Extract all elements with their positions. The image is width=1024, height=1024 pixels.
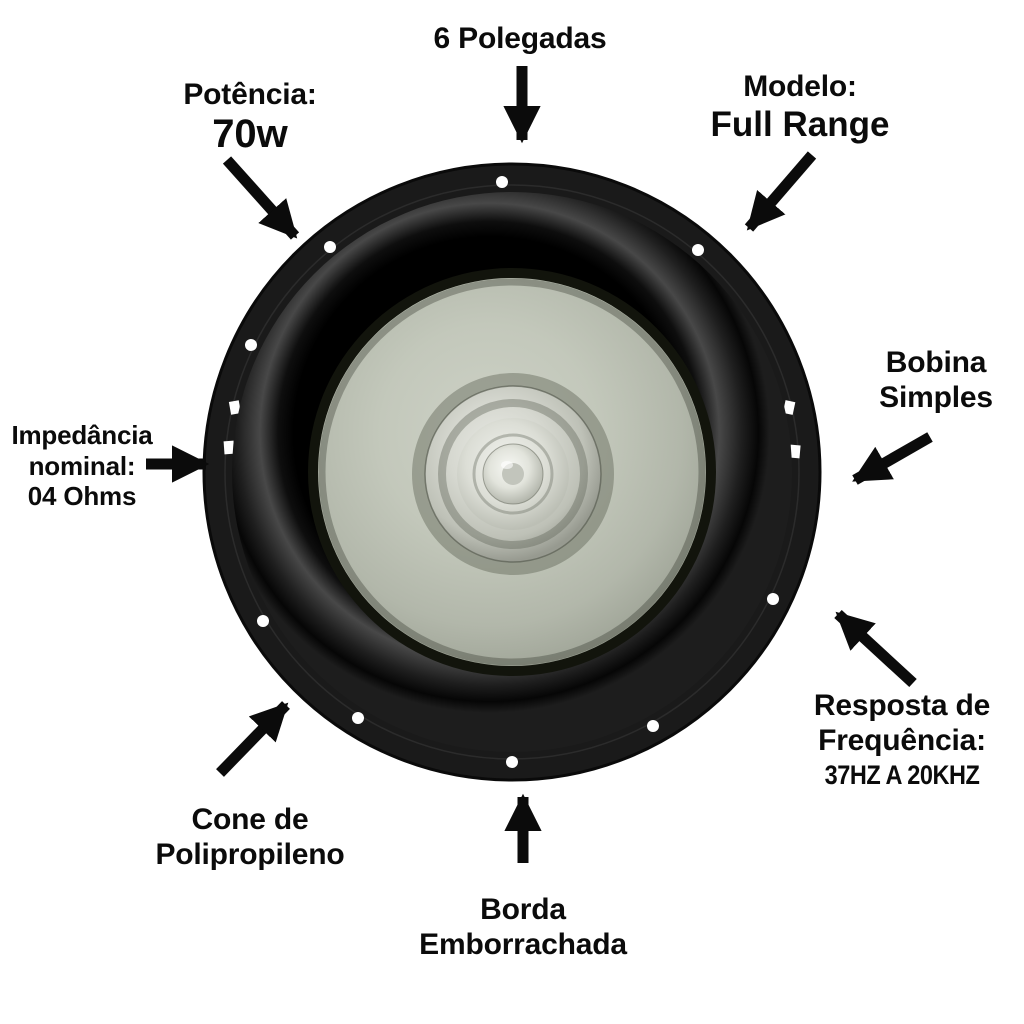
arrow-frequency (834, 609, 917, 688)
arrow-model (744, 151, 817, 232)
callout-cone: Cone de Polipropileno (120, 803, 380, 872)
callout-model-title: Modelo: (743, 70, 857, 103)
callout-edge-line1: Borda (480, 893, 566, 926)
callout-impedance-line3: 04 Ohms (27, 481, 137, 512)
plug-highlight (501, 461, 513, 469)
callout-model: Modelo: Full Range (650, 70, 950, 144)
callout-power-title: Potência: (183, 78, 317, 111)
callout-power-value: 70w (212, 111, 288, 156)
callout-frequency-value-wrap: 37HZ A 20KHZ (780, 758, 1024, 793)
callout-arrows (146, 66, 933, 863)
callout-edge-line2: Emborrachada (419, 927, 627, 961)
speaker-photo (202, 162, 822, 782)
callout-cone-line1: Cone de (191, 803, 309, 836)
cone-rim-shadow (318, 278, 706, 666)
callout-coil-line2: Simples (879, 380, 993, 414)
screw-holes (223, 176, 801, 768)
arrow-cone (216, 701, 290, 777)
callout-size: 6 Polegadas (360, 22, 680, 57)
callout-edge: Borda Emborrachada (383, 893, 663, 962)
callout-size-text: 6 Polegadas (433, 22, 607, 55)
callout-frequency-value: 37HZ A 20KHZ (824, 760, 980, 790)
callout-power: Potência: 70w (110, 78, 390, 156)
callout-frequency: Resposta de Frequência: 37HZ A 20KHZ (780, 689, 1024, 793)
callout-frequency-line2: Frequência: (818, 723, 986, 757)
callout-coil: Bobina Simples (850, 346, 1022, 415)
callout-cone-line2: Polipropileno (155, 837, 345, 871)
callout-model-value: Full Range (710, 104, 890, 144)
plug-ring (472, 433, 554, 515)
callout-coil-line1: Bobina (885, 346, 987, 379)
arrow-coil (852, 432, 933, 485)
arrow-power (222, 156, 300, 240)
callout-impedance-line2: nominal: (28, 450, 136, 481)
callout-frequency-line1: Resposta de (813, 689, 991, 722)
callout-impedance-line1: Impedância (11, 420, 153, 450)
cap-inner-ring (438, 399, 588, 549)
callout-impedance: Impedância nominal: 04 Ohms (0, 420, 164, 512)
